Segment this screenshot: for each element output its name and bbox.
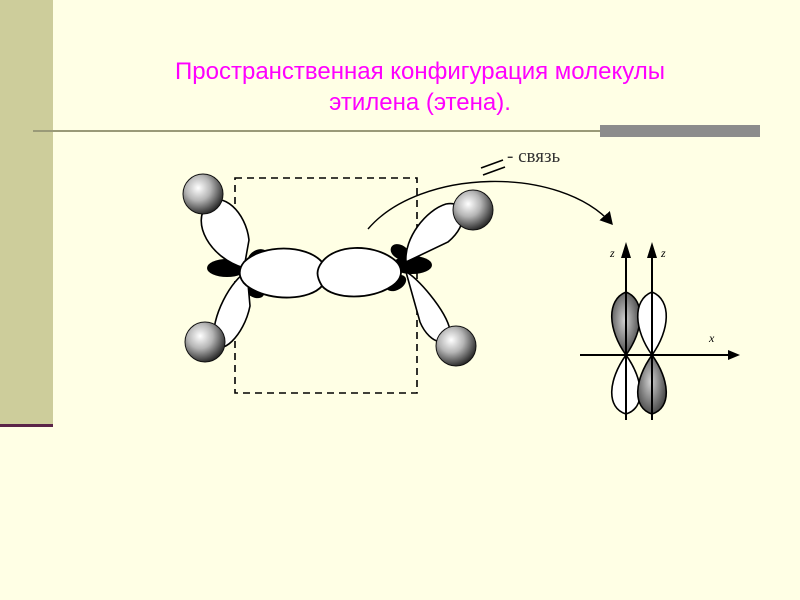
x-axis-label: x [708, 331, 715, 345]
title-line-1: Пространственная конфигурация молекулы [175, 58, 665, 85]
z-axis-left-label: z [609, 246, 615, 260]
hydrogen-atom-bottom-left [184, 321, 226, 363]
slide-title: Пространственная конфигурация молекулы э… [100, 56, 740, 118]
bond-label: - связь [507, 146, 561, 167]
side-bar [0, 0, 53, 425]
hydrogen-atom-top-left [182, 173, 224, 215]
hydrogen-atom-top-right [452, 189, 494, 231]
title-line-2: этилена (этена). [329, 89, 511, 116]
pi-bond-symbol [480, 159, 506, 176]
hydrogen-atom-bottom-right [435, 325, 477, 367]
p-orbital-inset: z z x [580, 242, 740, 420]
side-bar-edge [0, 424, 53, 427]
z-axis-right-arrowhead [647, 242, 657, 258]
cc-sigma-lobe-left [238, 247, 329, 299]
x-axis-arrowhead [728, 350, 740, 360]
z-axis-left-arrowhead [621, 242, 631, 258]
z-axis-right-label: z [660, 246, 666, 260]
divider-accent-block [600, 125, 760, 137]
divider-line [33, 130, 603, 132]
right-upper-ch-lobe [405, 202, 464, 264]
cc-sigma-lobe-right [316, 247, 402, 298]
curved-arrow [367, 180, 613, 230]
